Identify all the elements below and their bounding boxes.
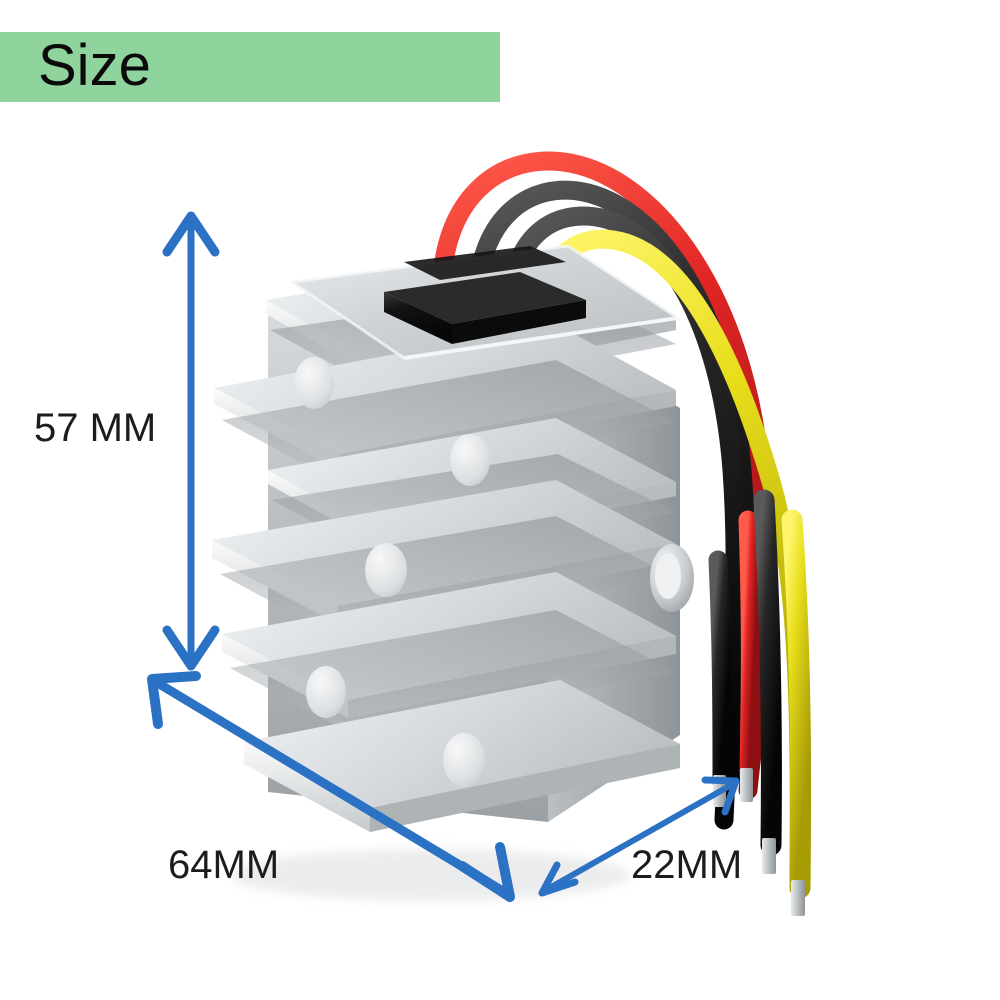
depth-dimension-arrow [538, 776, 740, 897]
height-dimension-label: 57 MM [34, 406, 157, 450]
depth-dimension-label: 22MM [631, 843, 743, 887]
size-banner: Size [0, 32, 500, 102]
height-dimension-arrow [162, 211, 220, 671]
size-banner-label: Size [38, 32, 151, 98]
width-dimension-arrow [147, 671, 515, 902]
width-dimension-label: 64MM [168, 843, 280, 887]
